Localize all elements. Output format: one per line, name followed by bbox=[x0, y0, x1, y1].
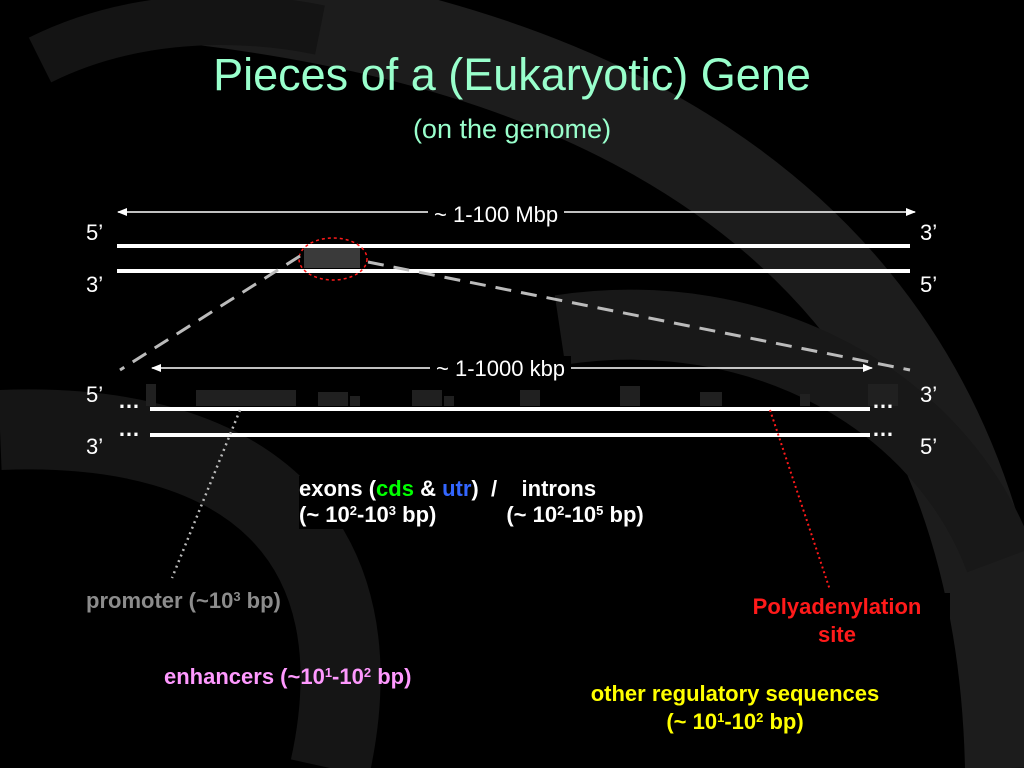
gene-region-marker bbox=[304, 248, 360, 268]
exons-introns-line2: (~ 102-103 bp) (~ 102-105 bp) bbox=[299, 502, 644, 528]
other-regulatory-label: other regulatory sequences (~ 101-102 bp… bbox=[540, 680, 930, 735]
exons-introns-line1: exons (cds & utr) / introns bbox=[299, 476, 644, 502]
zoom-ellipse bbox=[298, 237, 368, 281]
amp: & bbox=[413, 476, 443, 501]
polyadenylation-line1: Polyadenylation bbox=[752, 594, 922, 619]
gene-top-right-end: 3’ bbox=[920, 382, 938, 407]
intron-size: (~ 102-105 bp) bbox=[506, 502, 644, 528]
genome-top-left-end: 5’ bbox=[86, 220, 104, 245]
genome-top-right-end: 3’ bbox=[920, 220, 938, 245]
gene-bottom-right-end: 5’ bbox=[920, 434, 938, 459]
cds-label: cds bbox=[376, 476, 414, 501]
utr-label: utr bbox=[442, 476, 472, 501]
exons-introns-label: exons (cds & utr) / introns (~ 102-103 b… bbox=[299, 476, 644, 529]
other-regulatory-line1: other regulatory sequences bbox=[590, 681, 880, 706]
gene-length-label: ~ 1-1000 kbp bbox=[430, 356, 572, 382]
gene-features bbox=[146, 384, 898, 406]
other-regulatory-line2: (~ 101-102 bp) bbox=[666, 708, 804, 734]
promoter-pointer bbox=[170, 409, 242, 579]
gene-ellipsis-bottom-right: … bbox=[872, 416, 894, 441]
genome-length-label: ~ 1-100 Mbp bbox=[428, 202, 565, 228]
gene-bottom-left-end: 3’ bbox=[86, 434, 104, 459]
gene-ellipsis-top-right: … bbox=[872, 388, 894, 413]
exons-prefix: exons ( bbox=[299, 476, 377, 501]
gene-ellipsis-bottom-left: … bbox=[118, 416, 140, 441]
introns-label: ) / introns bbox=[471, 476, 597, 501]
gene-top-left-end: 5’ bbox=[86, 382, 104, 407]
polyadenylation-line2: site bbox=[818, 621, 856, 647]
exon-size: (~ 102-103 bp) bbox=[299, 502, 437, 528]
polyadenylation-pointer bbox=[769, 409, 831, 591]
zoom-line-left bbox=[119, 254, 301, 372]
gene-ellipsis-top-left: … bbox=[118, 388, 140, 413]
genome-bottom-left-end: 3’ bbox=[86, 272, 104, 297]
genome-bottom-right-end: 5’ bbox=[920, 272, 938, 297]
page-title: Pieces of a (Eukaryotic) Gene bbox=[213, 49, 811, 100]
enhancers-label: enhancers (~101-102 bp) bbox=[164, 664, 412, 689]
page-subtitle: (on the genome) bbox=[412, 114, 612, 144]
zoom-line-right bbox=[367, 260, 911, 372]
polyadenylation-label: Polyadenylation site bbox=[724, 593, 950, 648]
promoter-label: promoter (~103 bp) bbox=[86, 588, 281, 613]
